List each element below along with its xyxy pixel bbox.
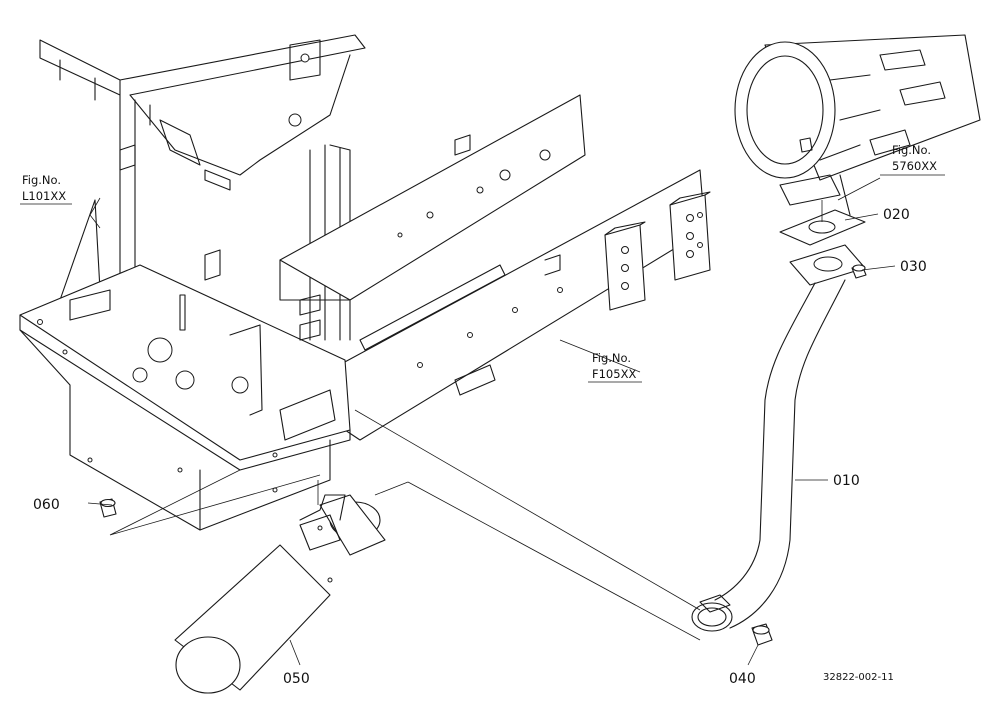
fig-ref-5760-line2: 5760XX xyxy=(892,159,937,173)
drawing-code: 32822-002-11 xyxy=(823,672,894,683)
part-label-020: 020 xyxy=(883,207,910,223)
bolt-060 xyxy=(99,498,117,518)
leader-lines xyxy=(87,177,896,666)
fig-ref-l101-line1: Fig.No. xyxy=(22,173,61,187)
fig-ref-5760-line1: Fig.No. xyxy=(892,143,931,157)
part-label-050: 050 xyxy=(283,671,310,687)
gasket-020 xyxy=(779,200,866,246)
part-label-060: 060 xyxy=(33,497,60,513)
fig-ref-f105-line2: F105XX xyxy=(592,367,636,381)
side-rail-back xyxy=(279,94,586,301)
part-label-030: 030 xyxy=(900,259,927,275)
floor-plate xyxy=(19,249,351,531)
rail-end-blocks xyxy=(604,191,711,311)
part-label-010: 010 xyxy=(833,473,860,489)
exhaust-pipe-010 xyxy=(691,244,866,632)
bolt-030 xyxy=(851,264,867,279)
muffler-tailpipe-050 xyxy=(174,494,386,694)
fig-ref-l101: Fig.No. L101XX xyxy=(20,173,72,205)
upper-cross-frame xyxy=(39,34,366,191)
bolt-040 xyxy=(751,623,773,646)
silencer-body xyxy=(734,34,981,216)
fig-ref-f105: Fig.No. F105XX xyxy=(588,351,642,383)
fig-ref-l101-line2: L101XX xyxy=(22,189,66,203)
part-label-040: 040 xyxy=(729,671,756,687)
fig-ref-f105-line1: Fig.No. xyxy=(592,351,631,365)
fig-ref-5760: Fig.No. 5760XX xyxy=(880,143,945,176)
